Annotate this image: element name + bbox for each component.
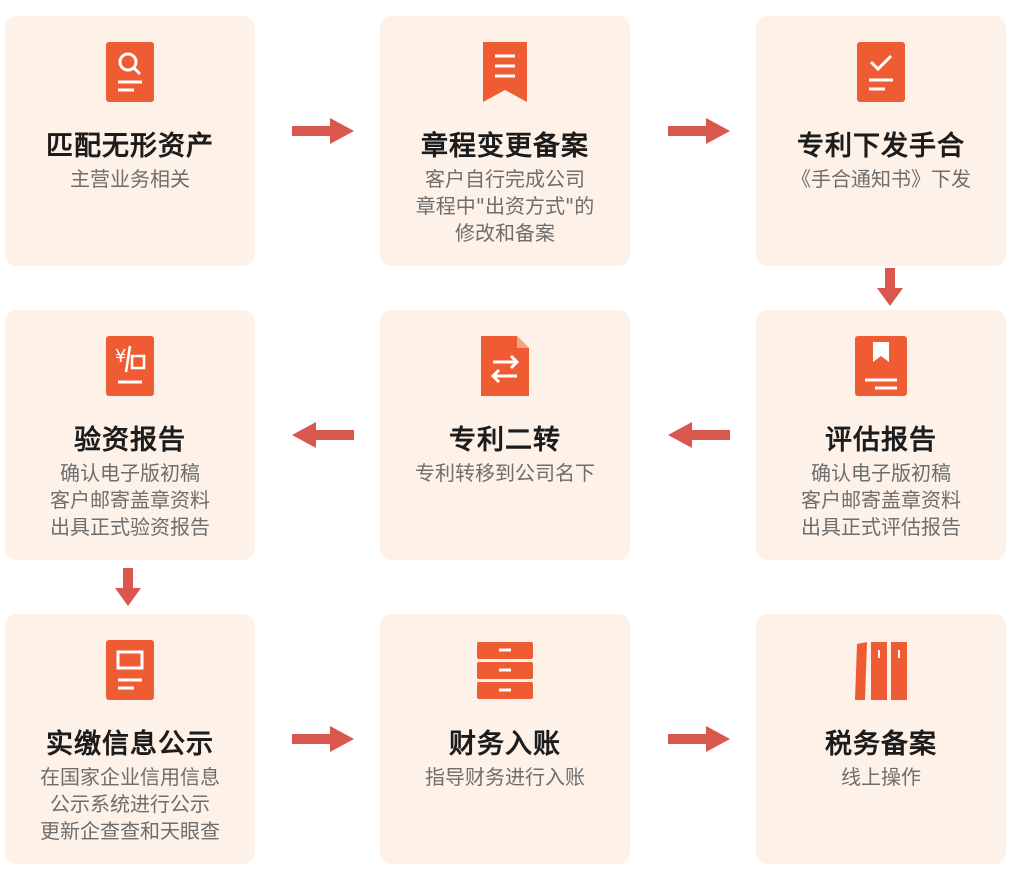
step-card-bookkeeping: 财务入账 指导财务进行入账 xyxy=(380,614,630,864)
checklist-icon xyxy=(851,38,911,106)
notice-board-icon xyxy=(100,636,160,704)
step-title: 章程变更备案 xyxy=(421,131,589,162)
step-title: 财务入账 xyxy=(449,729,561,760)
yuan-document-icon: ¥ xyxy=(100,332,160,400)
step-description: 指导财务进行入账 xyxy=(425,765,585,789)
step-title: 专利二转 xyxy=(449,425,561,456)
step-title: 匹配无形资产 xyxy=(46,131,214,162)
step-title: 评估报告 xyxy=(825,425,937,456)
step-card-match-assets: 匹配无形资产 主营业务相关 xyxy=(5,16,255,266)
step-description: 确认电子版初稿 客户邮寄盖章资料 出具正式评估报告 xyxy=(801,461,961,539)
step-description: 线上操作 xyxy=(841,765,921,789)
arrow-down-icon xyxy=(875,268,905,308)
ribbon-document-icon xyxy=(475,38,535,106)
step-title: 专利下发手合 xyxy=(797,131,965,162)
arrow-right-icon xyxy=(668,724,730,754)
arrow-right-icon xyxy=(292,724,354,754)
step-title: 实缴信息公示 xyxy=(46,729,214,760)
step-description: 《手合通知书》下发 xyxy=(791,167,971,191)
file-cabinet-icon xyxy=(475,636,535,704)
arrow-right-icon xyxy=(668,116,730,146)
step-card-info-disclosure: 实缴信息公示 在国家企业信用信息 公示系统进行公示 更新企查查和天眼查 xyxy=(5,614,255,864)
step-description: 主营业务相关 xyxy=(70,167,190,191)
arrow-left-icon xyxy=(668,420,730,450)
svg-text:¥: ¥ xyxy=(115,346,126,367)
step-description: 客户自行完成公司 章程中"出资方式"的 修改和备案 xyxy=(415,167,595,245)
step-card-patent-issue: 专利下发手合 《手合通知书》下发 xyxy=(756,16,1006,266)
arrow-down-icon xyxy=(113,568,143,608)
step-description: 专利转移到公司名下 xyxy=(415,461,595,485)
arrow-right-icon xyxy=(292,116,354,146)
step-card-charter-change: 章程变更备案 客户自行完成公司 章程中"出资方式"的 修改和备案 xyxy=(380,16,630,266)
step-card-capital-report: ¥ 验资报告 确认电子版初稿 客户邮寄盖章资料 出具正式验资报告 xyxy=(5,310,255,560)
step-card-tax-filing: 税务备案 线上操作 xyxy=(756,614,1006,864)
bookmark-book-icon xyxy=(851,332,911,400)
step-title: 税务备案 xyxy=(825,729,937,760)
step-title: 验资报告 xyxy=(74,425,186,456)
search-document-icon xyxy=(100,38,160,106)
arrow-left-icon xyxy=(292,420,354,450)
step-description: 在国家企业信用信息 公示系统进行公示 更新企查查和天眼查 xyxy=(40,765,220,843)
step-card-evaluation-report: 评估报告 确认电子版初稿 客户邮寄盖章资料 出具正式评估报告 xyxy=(756,310,1006,560)
step-description: 确认电子版初稿 客户邮寄盖章资料 出具正式验资报告 xyxy=(50,461,210,539)
transfer-document-icon xyxy=(475,332,535,400)
binders-icon xyxy=(851,636,911,704)
step-card-patent-transfer: 专利二转 专利转移到公司名下 xyxy=(380,310,630,560)
